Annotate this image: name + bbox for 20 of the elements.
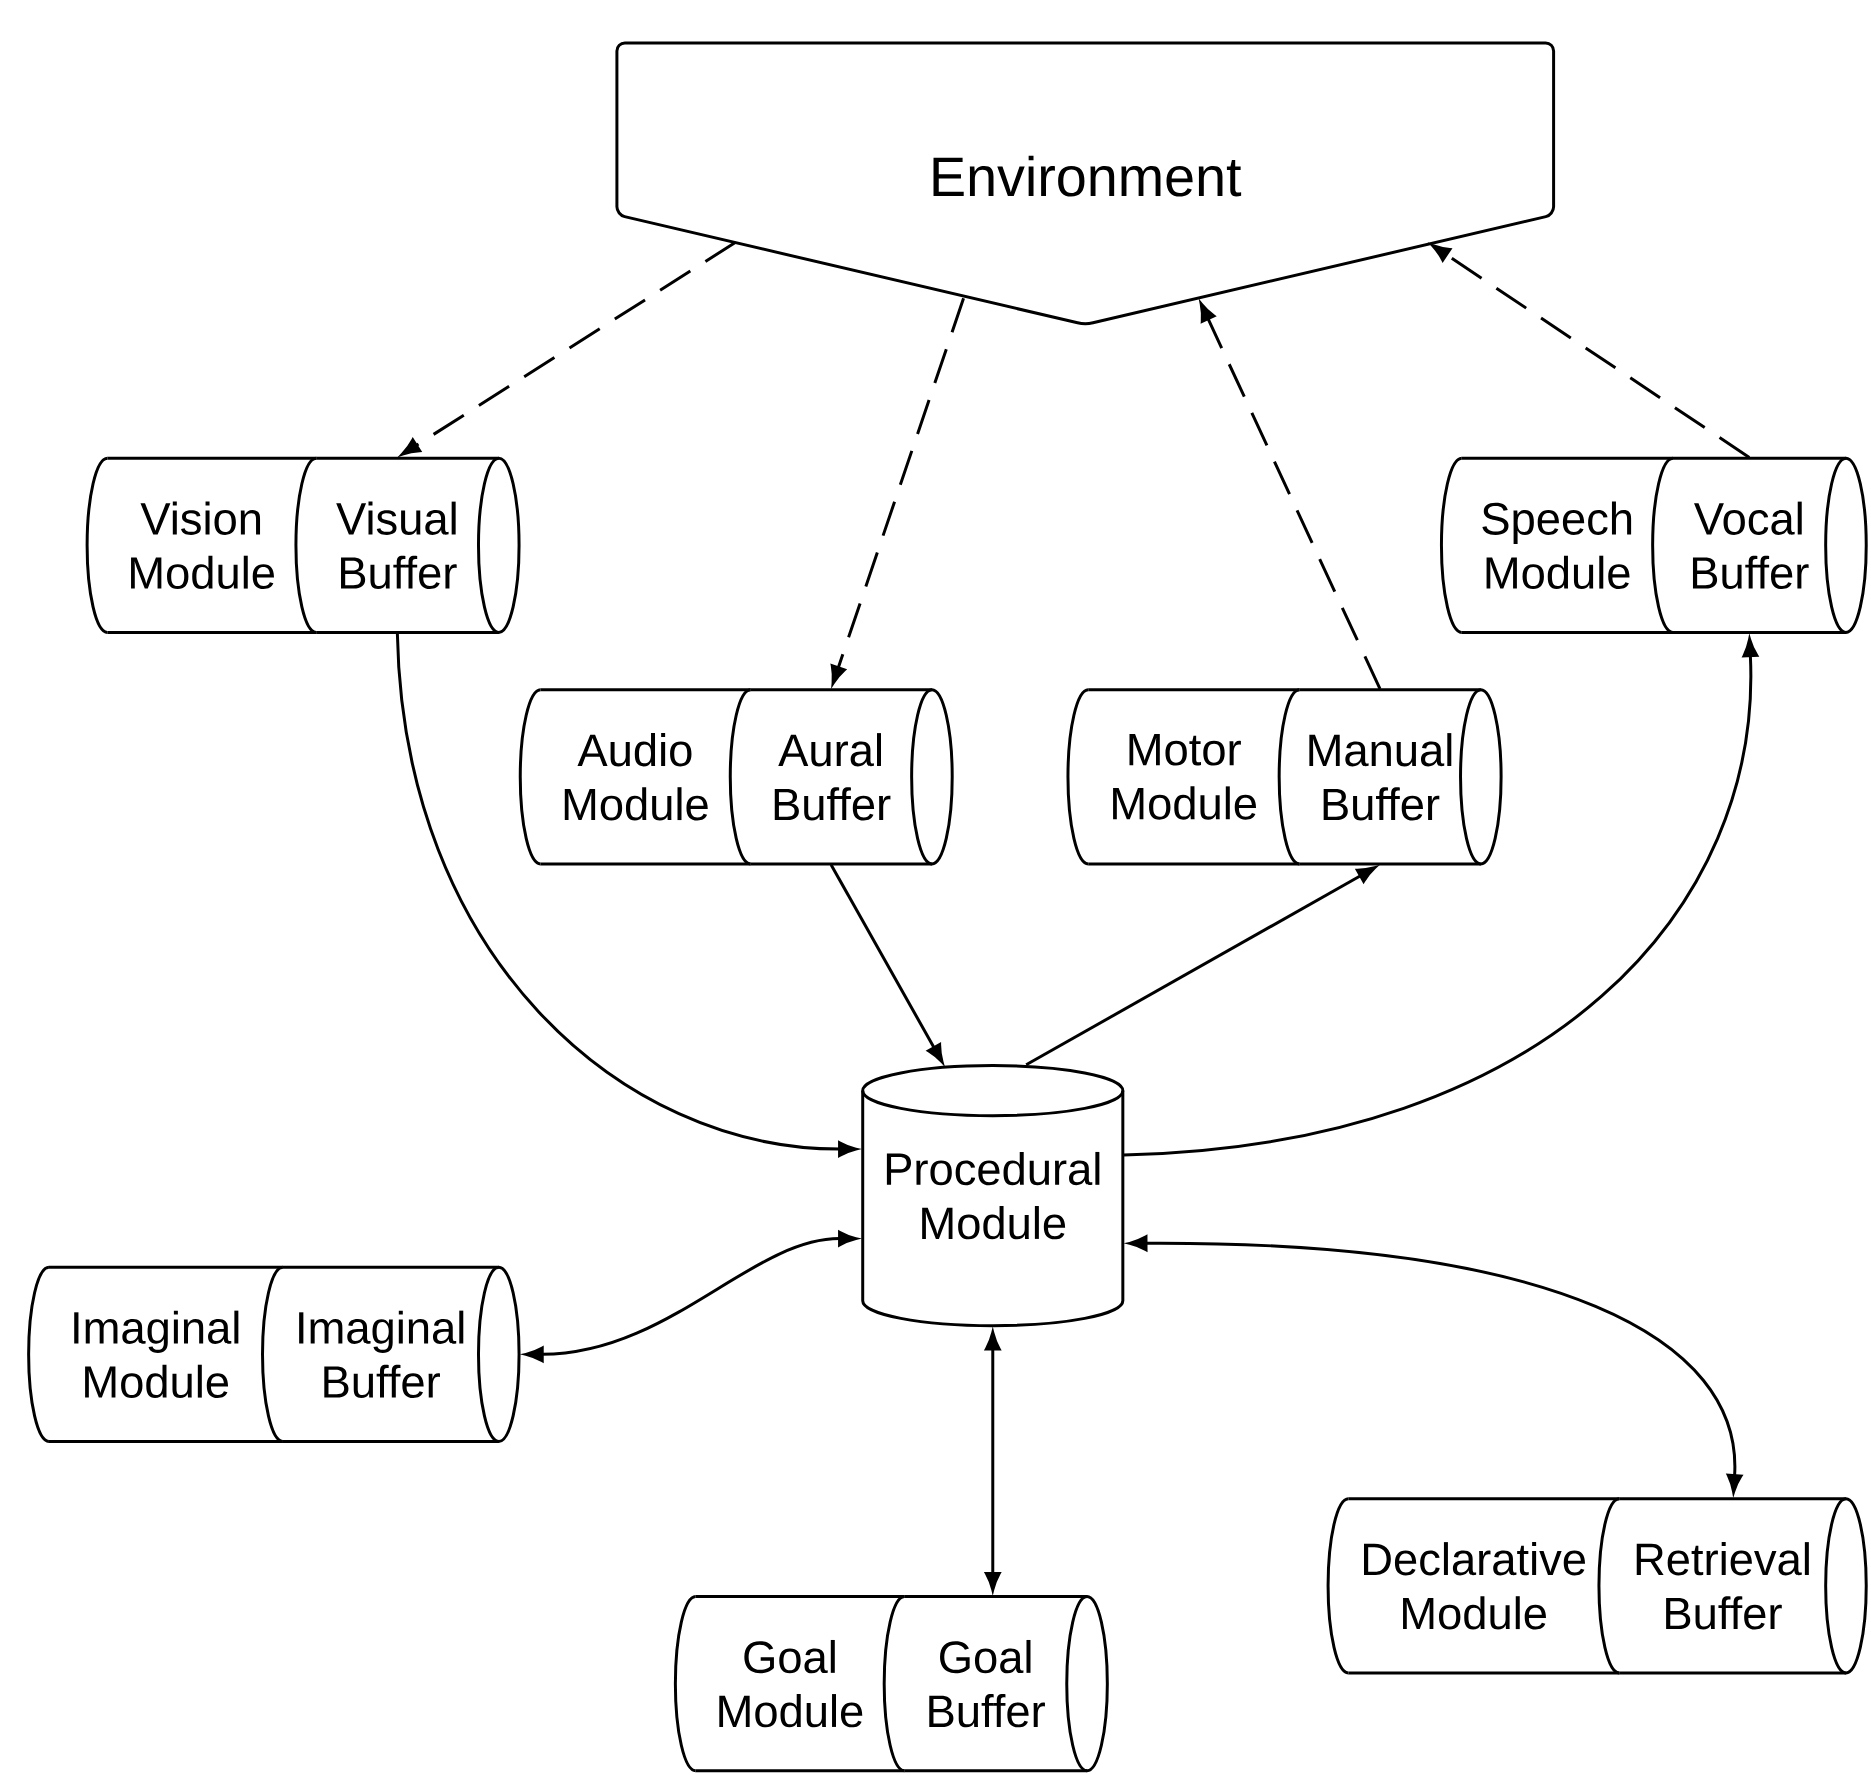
node-label: Goal Buffer (929, 1640, 1045, 1728)
node-label: Retrieval Buffer (1636, 1542, 1809, 1630)
buffer-segment: Imaginal Buffer (261, 1265, 521, 1444)
module-segment: Speech Module (1439, 456, 1673, 635)
cylinder: Procedural Module (861, 1064, 1125, 1328)
module-segment: Vision Module (85, 456, 317, 635)
node-label: Aural Buffer (774, 733, 891, 821)
buffer-segment: Goal Buffer (882, 1595, 1109, 1773)
node-label: Visual Buffer (336, 501, 457, 590)
node-label: Procedural Module (886, 1152, 1100, 1240)
node-label: Imaginal Buffer (299, 1310, 464, 1399)
module-segment: Goal Module (673, 1595, 905, 1773)
node-label: Vocal Buffer (1692, 501, 1809, 590)
buffer-segment: Retrieval Buffer (1597, 1497, 1868, 1675)
buffer-segment: Visual Buffer (294, 456, 521, 635)
module-segment: Audio Module (518, 688, 751, 866)
module-segment: Imaginal Module (27, 1265, 283, 1444)
module-segment: Declarative Module (1326, 1497, 1620, 1675)
buffer-segment: Aural Buffer (728, 688, 954, 866)
buffer-segment: Vocal Buffer (1651, 456, 1868, 635)
